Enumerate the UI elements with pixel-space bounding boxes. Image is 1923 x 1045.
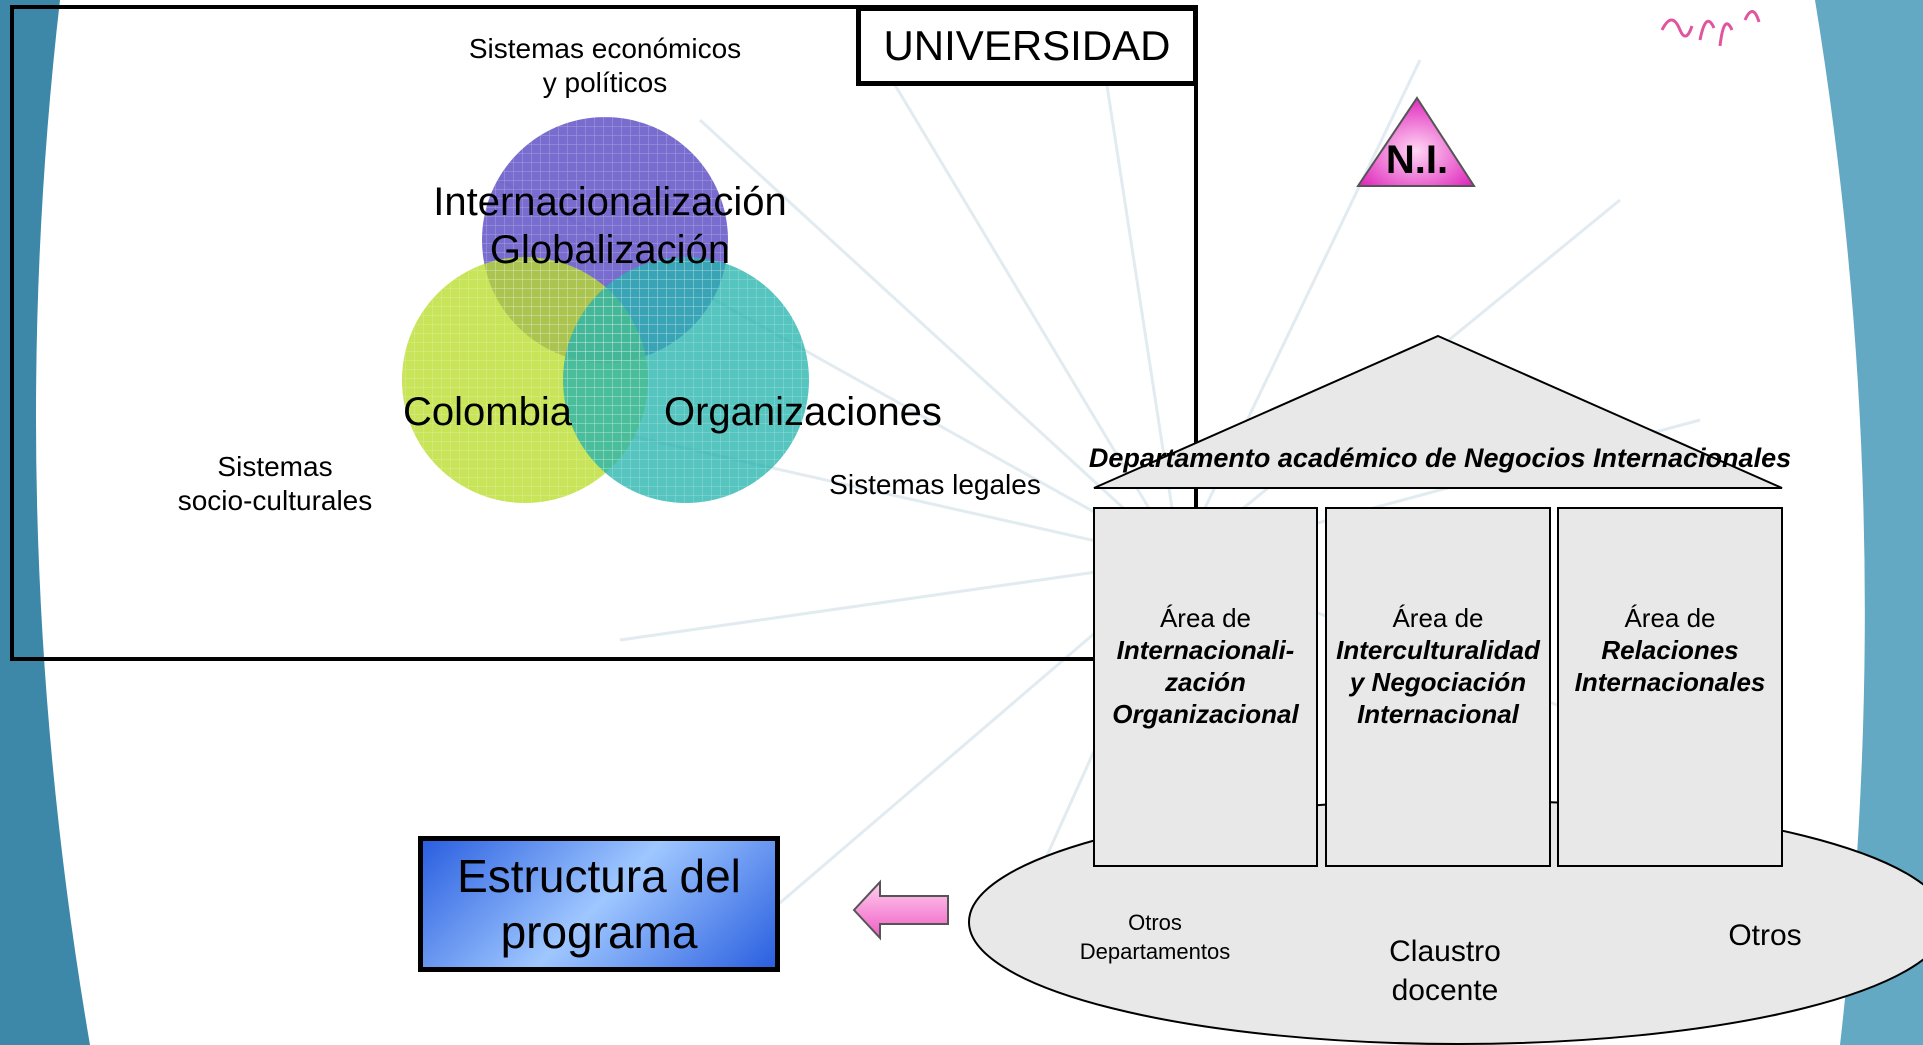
- ni-triangle-icon: [1356, 96, 1476, 187]
- right-band: [1815, 0, 1923, 1045]
- area-title-line1: Interculturalidad: [1336, 635, 1540, 665]
- economic-systems-line1: Sistemas económicos: [468, 33, 742, 64]
- base-label-others: Otros: [1728, 919, 1802, 952]
- area-pillar-relations: [1557, 507, 1783, 867]
- area-organizational: Área de Internacionali- zación Organizac…: [1094, 602, 1317, 730]
- area-pillar-intercultural: [1325, 507, 1551, 867]
- area-prefix: Área de: [1392, 603, 1484, 633]
- legal-systems-label: Sistemas legales: [829, 469, 1041, 500]
- area-prefix: Área de: [1624, 603, 1716, 633]
- socio-cultural-line1: Sistemas: [217, 451, 333, 482]
- program-structure-line1: Estructura del: [457, 850, 741, 902]
- area-relations: Área de Relaciones Internacionales: [1558, 602, 1782, 698]
- other-departments-line2: Departamentos: [1079, 939, 1231, 964]
- area-title-line3: Organizacional: [1112, 699, 1299, 729]
- faculty-line2: docente: [1391, 974, 1499, 1007]
- left-arrow-icon: [852, 879, 949, 941]
- area-pillar-organizational: [1093, 507, 1318, 867]
- area-title-line2: y Negociación: [1349, 667, 1527, 697]
- program-structure-line2: programa: [500, 906, 698, 958]
- university-label: UNIVERSIDAD: [856, 6, 1198, 86]
- ni-label: N.I.: [1385, 138, 1449, 182]
- area-title-line2: Internacionales: [1574, 667, 1766, 697]
- university-frame: [10, 5, 1198, 661]
- economic-systems-label: Sistemas económicos y políticos: [430, 32, 780, 100]
- venn-label-colombia: Colombia: [403, 390, 572, 434]
- venn-label-organizations: Organizaciones: [664, 390, 942, 434]
- economic-systems-line2: y políticos: [542, 67, 668, 98]
- venn-grid-right: [563, 257, 809, 503]
- area-intercultural: Área de Interculturalidad y Negociación …: [1326, 602, 1550, 730]
- venn-label-top: Internacionalización Globalización: [400, 178, 820, 274]
- program-structure-button[interactable]: Estructura del programa: [418, 836, 780, 972]
- area-title-line3: Internacional: [1357, 699, 1519, 729]
- area-title-line1: Relaciones: [1601, 635, 1739, 665]
- pink-scribble: [1660, 10, 1761, 47]
- venn-label-globalization: Globalización: [489, 228, 731, 272]
- venn-label-internationalization: Internacionalización: [433, 180, 787, 224]
- faculty-line1: Claustro: [1389, 935, 1501, 968]
- building-roof: [1093, 334, 1783, 489]
- other-departments-line1: Otros: [1128, 910, 1182, 935]
- left-band: [0, 0, 90, 1045]
- socio-cultural-line2: socio-culturales: [177, 485, 373, 516]
- base-label-faculty: Claustro docente: [1330, 932, 1560, 1010]
- area-title-line2: zación: [1165, 667, 1246, 697]
- department-roof-label: Departamento académico de Negocios Inter…: [1088, 443, 1792, 473]
- area-title-line1: Internacionali-: [1116, 635, 1295, 665]
- socio-cultural-systems-label: Sistemas socio-culturales: [160, 450, 390, 518]
- area-prefix: Área de: [1159, 603, 1252, 633]
- base-label-other-departments: Otros Departamentos: [1055, 908, 1255, 966]
